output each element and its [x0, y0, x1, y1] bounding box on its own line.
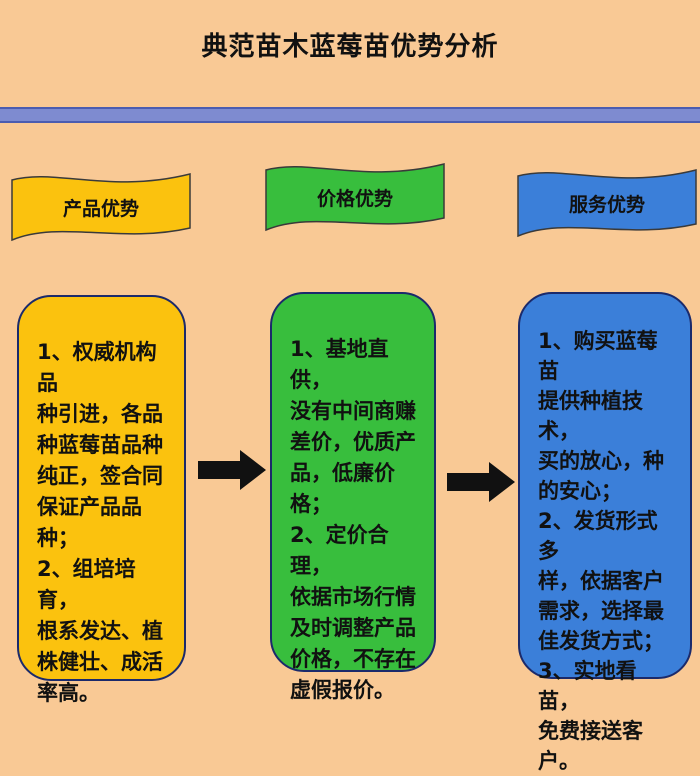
card-line: 率高。: [37, 681, 100, 705]
banner-label: 服务优势: [568, 193, 645, 216]
card-line: 佳发货方式；: [538, 629, 664, 653]
card-line: 价格，不存在: [290, 647, 416, 671]
card-line: 2、定价合理，: [290, 523, 389, 578]
card-line: 样，依据客户: [538, 569, 664, 593]
banner-price: 价格优势: [264, 162, 446, 232]
card-line: 依据市场行情: [290, 585, 416, 609]
card-line: 种引进，各品: [37, 402, 163, 426]
card-line: 提供种植技术，: [538, 389, 643, 443]
card-line: 没有中间商赚: [290, 399, 416, 423]
card-line: 根系发达、植: [37, 619, 163, 643]
card-line: 买的放心，种: [538, 449, 664, 473]
card-line: 需求，选择最: [538, 599, 664, 623]
card-line: 种蓝莓苗品种: [37, 433, 163, 457]
card-line: 2、组培培育，: [37, 557, 136, 612]
card-line: 纯正，签合同: [37, 464, 163, 488]
card-service: 1、购买蓝莓苗 提供种植技术， 买的放心，种 的安心； 2、发货形式多 样，依据…: [518, 292, 692, 773]
banner-label: 价格优势: [316, 187, 393, 210]
card-product: 1、权威机构品 种引进，各品 种蓝莓苗品种 纯正，签合同 保证产品品种； 2、组…: [17, 295, 186, 705]
card-line: 2、发货形式多: [538, 509, 658, 563]
card-line: 及时调整产品: [290, 616, 416, 640]
card-line: 1、购买蓝莓苗: [538, 329, 658, 383]
card-line: 的安心；: [538, 479, 622, 503]
page-title: 典范苗木蓝莓苗优势分析: [201, 32, 499, 62]
card-line: 免费接送客户。: [538, 719, 643, 773]
card-line: 3、实地看苗，: [538, 659, 637, 713]
right-arrow-icon: [445, 460, 517, 504]
card-line: 差价，优质产: [290, 430, 416, 454]
card-line: 株健壮、成活: [37, 650, 163, 674]
card-line: 1、权威机构品: [37, 340, 157, 395]
right-arrow-icon: [196, 448, 268, 492]
banner-product: 产品优势: [10, 172, 192, 242]
banner-service: 服务优势: [516, 168, 698, 238]
title-divider: [0, 107, 700, 123]
banner-label: 产品优势: [62, 197, 139, 220]
card-price: 1、基地直供， 没有中间商赚 差价，优质产 品，低廉价格； 2、定价合理， 依据…: [270, 292, 436, 702]
card-line: 虚假报价。: [290, 678, 395, 702]
banner-shape: [265, 163, 445, 232]
card-line: 品，低廉价格；: [290, 461, 395, 516]
card-line: 保证产品品种；: [37, 495, 142, 550]
banner-shape: [517, 169, 697, 238]
card-line: 1、基地直供，: [290, 337, 389, 392]
banner-shape: [11, 173, 191, 242]
